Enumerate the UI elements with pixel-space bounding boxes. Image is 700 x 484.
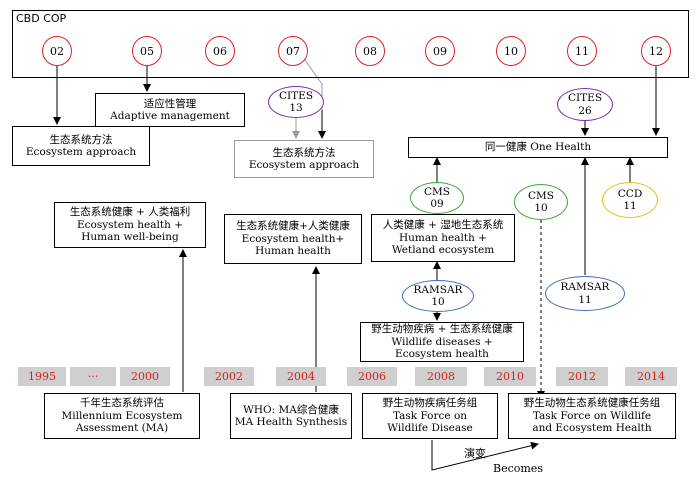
- cites-13-number: 13: [289, 102, 303, 114]
- cites-26-number: 26: [578, 104, 592, 117]
- ccd-11-name: CCD: [617, 187, 643, 200]
- eco-human-box: 生态系统健康+人类健康 Ecosystem health+ Human heal…: [224, 214, 362, 264]
- tf-health-zh: 野生动物生态系统健康任务组: [523, 397, 661, 410]
- year-2014: 2014: [625, 367, 677, 386]
- ecosystem-approach-box-07: 生态系统方法 Ecosystem approach: [234, 140, 374, 178]
- cop-circle-07: 07: [278, 36, 308, 66]
- eco-wellbeing-en1: Ecosystem health +: [76, 218, 183, 231]
- tf-disease-en1: Task Force on: [392, 409, 468, 422]
- human-wetland-zh: 人类健康 + 湿地生态系统: [382, 219, 504, 232]
- human-wetland-box: 人类健康 + 湿地生态系统 Human health + Wetland eco…: [371, 214, 515, 262]
- wildlife-eco-box: 野生动物疾病 + 生态系统健康 Wildlife diseases + Ecos…: [360, 322, 524, 362]
- year-1995: 1995: [18, 367, 66, 386]
- cites-26-name: CITES: [567, 92, 603, 104]
- year-ellipsis: ···: [70, 367, 116, 386]
- eco-approach-07-en: Ecosystem approach: [248, 159, 360, 171]
- ma-en2: Assessment (MA): [75, 422, 169, 435]
- human-wetland-en1: Human health +: [399, 231, 487, 244]
- ccd-11-oval: CCD 11: [602, 182, 658, 218]
- cop-circle-09: 09: [425, 36, 455, 66]
- eco-approach-02-en: Ecosystem approach: [25, 146, 137, 158]
- ramsar-10-oval: RAMSAR 10: [402, 280, 474, 312]
- ma-en1: Millennium Ecosystem: [61, 409, 183, 422]
- cbd-cop-frame: [12, 10, 689, 78]
- cms-09-number: 09: [430, 198, 444, 210]
- one-health-box: 同一健康 One Health: [408, 137, 668, 158]
- ramsar-10-number: 10: [431, 296, 445, 308]
- year-2012: 2012: [556, 367, 608, 386]
- cms-10-number: 10: [534, 202, 548, 214]
- cbd-cop-label: CBD COP: [16, 12, 67, 25]
- wildlife-eco-en1: Wildlife diseases +: [391, 335, 493, 348]
- eco-human-en1: Ecosystem health+: [241, 232, 345, 245]
- eco-wellbeing-box: 生态系统健康 + 人类福利 Ecosystem health + Human w…: [54, 202, 206, 248]
- eco-wellbeing-en2: Human well-being: [81, 231, 179, 244]
- eco-approach-07-zh: 生态系统方法: [272, 146, 336, 159]
- becomes-zh: 演变: [464, 447, 486, 460]
- ramsar-11-number: 11: [578, 293, 592, 306]
- ma-zh: 千年生态系统评估: [80, 397, 164, 410]
- one-health-label: 同一健康 One Health: [484, 141, 592, 154]
- year-2010: 2010: [484, 367, 536, 386]
- wildlife-eco-en2: Ecosystem health: [395, 348, 489, 361]
- tf-health-en2: and Ecosystem Health: [532, 422, 652, 435]
- cms-10-oval: CMS 10: [514, 184, 568, 220]
- year-2000: 2000: [120, 367, 170, 386]
- eco-wellbeing-zh: 生态系统健康 + 人类福利: [69, 206, 191, 219]
- tf-disease-zh: 野生动物疾病任务组: [382, 397, 478, 410]
- arrow-becomes: [431, 440, 539, 471]
- tf-disease-en2: Wildlife Disease: [387, 422, 473, 435]
- ramsar-11-oval: RAMSAR 11: [545, 276, 625, 311]
- cites-13-oval: CITES 13: [268, 86, 324, 118]
- cms-09-oval: CMS 09: [410, 182, 464, 214]
- task-force-health-box: 野生动物生态系统健康任务组 Task Force on Wildlife and…: [508, 393, 676, 439]
- who-zh: WHO: MA综合健康: [243, 403, 339, 416]
- cop-circle-10: 10: [496, 36, 526, 66]
- cop-circle-05: 05: [132, 36, 162, 66]
- wildlife-eco-zh: 野生动物疾病 + 生态系统健康: [371, 323, 513, 336]
- eco-human-en2: Human health: [255, 245, 331, 258]
- cop-circle-06: 06: [205, 36, 235, 66]
- year-2002: 2002: [204, 367, 254, 386]
- tf-health-en1: Task Force on Wildlife: [532, 409, 652, 422]
- task-force-disease-box: 野生动物疾病任务组 Task Force on Wildlife Disease: [362, 393, 498, 439]
- ramsar-11-name: RAMSAR: [560, 281, 610, 293]
- adaptive-management-box: 适应性管理 Adaptive management: [95, 93, 245, 127]
- who-en: MA Health Synthesis: [234, 416, 348, 428]
- year-2008: 2008: [415, 367, 467, 386]
- cop-circle-11: 11: [567, 36, 597, 66]
- cms-09-name: CMS: [424, 185, 450, 198]
- ecosystem-approach-box-02: 生态系统方法 Ecosystem approach: [12, 126, 150, 166]
- cites-13-name: CITES: [278, 89, 314, 102]
- cites-26-oval: CITES 26: [557, 88, 613, 121]
- cop-circle-12: 12: [641, 36, 671, 66]
- who-box: WHO: MA综合健康 MA Health Synthesis: [230, 393, 352, 439]
- cms-10-name: CMS: [528, 189, 554, 202]
- eco-approach-02-zh: 生态系统方法: [49, 133, 113, 146]
- ccd-11-number: 11: [623, 200, 637, 212]
- adaptive-en: Adaptive management: [110, 110, 230, 122]
- year-2004: 2004: [276, 367, 326, 386]
- cop-circle-08: 08: [355, 36, 385, 66]
- adaptive-zh: 适应性管理: [143, 97, 197, 110]
- ma-box: 千年生态系统评估 Millennium Ecosystem Assessment…: [44, 393, 200, 439]
- becomes-en: Becomes: [493, 462, 543, 475]
- eco-human-zh: 生态系统健康+人类健康: [236, 220, 350, 233]
- ramsar-10-name: RAMSAR: [413, 283, 463, 296]
- human-wetland-en2: Wetland ecosystem: [391, 244, 495, 257]
- year-2006: 2006: [347, 367, 397, 386]
- cop-circle-02: 02: [42, 36, 72, 66]
